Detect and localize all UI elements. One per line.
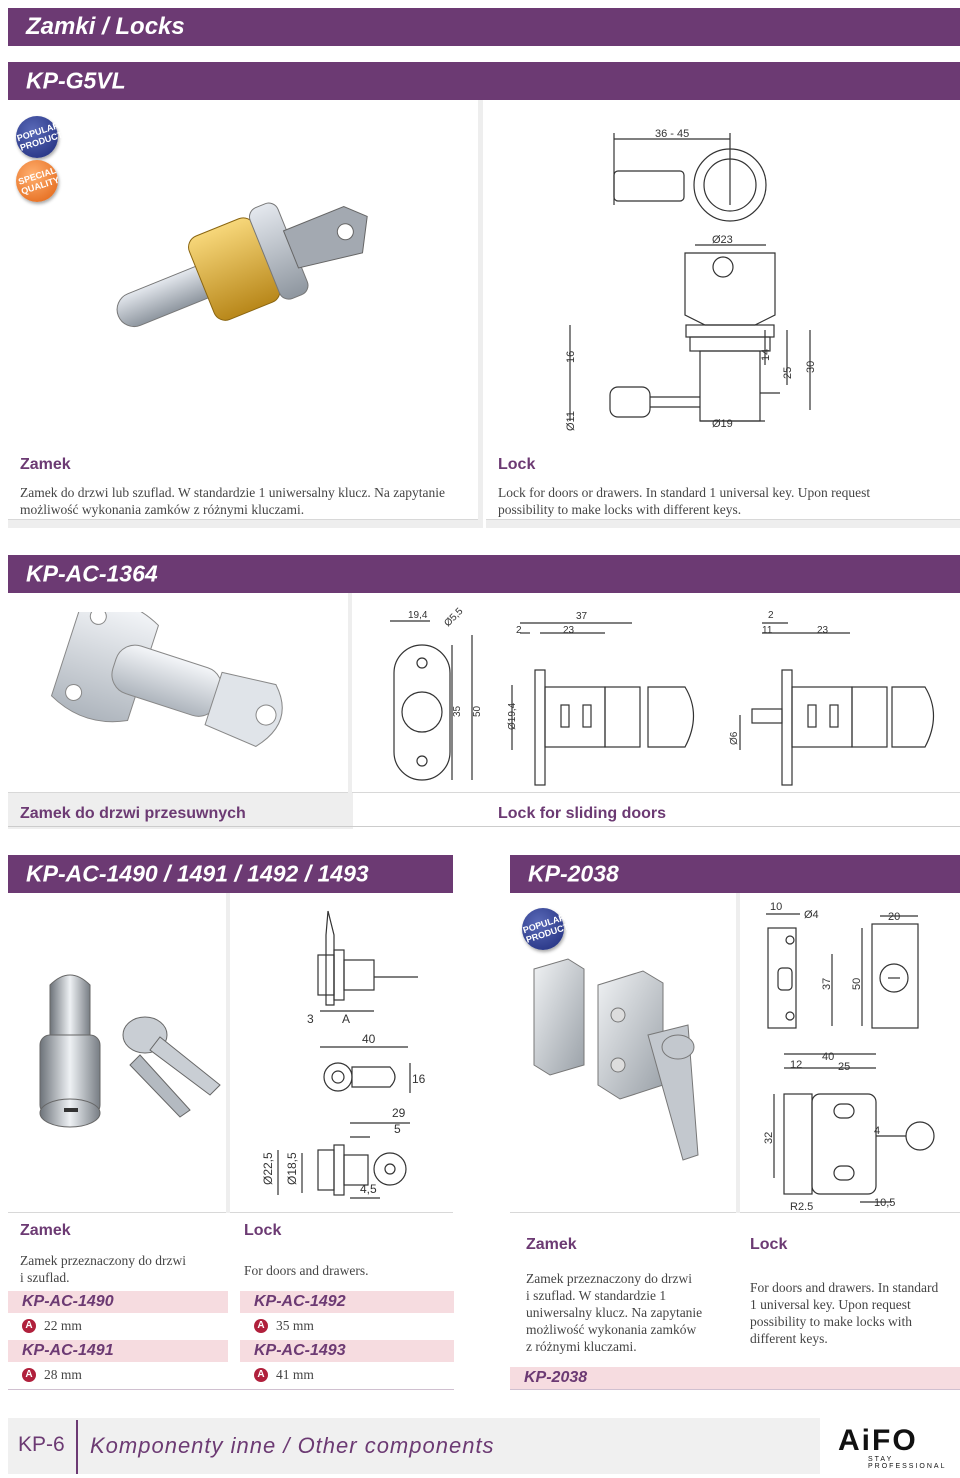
dim-width: 36 - 45 (655, 128, 689, 140)
kp-g5vl-en-description: Lock for doors or drawers. In standard 1… (498, 485, 871, 517)
technical-drawing-panel (740, 893, 960, 1213)
model-row: KP-AC-1490 (8, 1291, 228, 1313)
page-title-bar: Zamki / Locks (8, 8, 960, 46)
dim-hole-diameter: Ø5,5 (442, 606, 465, 629)
dim-37: 37 (821, 978, 833, 990)
dim-18-5: Ø18,5 (285, 1152, 299, 1185)
dim-25: 25 (782, 367, 794, 379)
footer-separator (76, 1420, 78, 1474)
dim-12: 12 (790, 1059, 802, 1071)
kp-ac-1490-en-description: For doors and drawers. (244, 1263, 369, 1278)
dim-a: A (342, 1012, 350, 1026)
dim-body-diameter: Ø19 (712, 418, 733, 430)
kp-ac-1364-en-heading: Lock for sliding doors (498, 805, 667, 822)
technical-drawing-panel (230, 893, 453, 1213)
section-header-kp-ac-1364: KP-AC-1364 (8, 555, 960, 593)
section-title: KP-2038 (528, 860, 619, 887)
dim-19-4: 19,4 (408, 610, 428, 621)
dim-50: 50 (851, 978, 863, 990)
dim-16: 16 (565, 351, 577, 363)
kp-ac-1364-photo (50, 612, 283, 747)
kp-g5vl-photo (116, 202, 368, 328)
section-title: KP-AC-1364 (26, 560, 158, 587)
footer-band (8, 1418, 820, 1474)
dim-5: 5 (394, 1122, 401, 1136)
dim-4: 4 (874, 1125, 880, 1137)
dim-25: 25 (838, 1061, 850, 1073)
page-title: Zamki / Locks (26, 13, 185, 40)
divider (8, 1389, 454, 1390)
dim-37: 37 (576, 611, 588, 622)
divider (510, 1389, 960, 1390)
dim-shaft-diameter: Ø11 (565, 411, 577, 431)
kp-g5vl-pl-description: Zamek do drzwi lub szuflad. W standardzi… (20, 485, 445, 517)
model-row: KP-2038 (510, 1367, 960, 1389)
kp-ac-1490-en-heading: Lock (244, 1222, 282, 1239)
dim-29: 29 (392, 1106, 406, 1120)
dim-3: 3 (307, 1012, 314, 1026)
kp-2038-pl-heading: Zamek (526, 1236, 577, 1253)
kp-g5vl-en-heading: Lock (498, 456, 536, 473)
technical-drawing-panel (486, 100, 960, 520)
dim-2: 2 (516, 625, 522, 636)
kp-ac-1490-pl-heading: Zamek (20, 1222, 71, 1239)
model-row: KP-AC-1493 (240, 1340, 454, 1362)
page-code: KP-6 (18, 1433, 65, 1456)
dim-35: 35 (452, 705, 463, 717)
kp-2038-technical-drawing: 10 Ø4 20 37 50 40 12 25 32 4 R2,5 10,5 (763, 901, 935, 1210)
dim-pin-diameter: Ø6 (729, 731, 740, 745)
kp-2038-en-heading: Lock (750, 1236, 788, 1253)
dim-23-right: 23 (817, 625, 829, 636)
kp-ac-1364-pl-heading: Zamek do drzwi przesuwnych (20, 805, 246, 822)
dim-hole-diameter: Ø4 (804, 909, 819, 921)
section-header-kp-g5vl: KP-G5VL (8, 62, 960, 100)
section-header-kp-ac-1490: KP-AC-1490 / 1491 / 1492 / 1493 (8, 855, 453, 893)
section-title: KP-AC-1490 / 1491 / 1492 / 1493 (26, 860, 369, 887)
dim-20: 20 (888, 911, 900, 923)
dim-40: 40 (362, 1032, 376, 1046)
kp-ac-1490-photo (39, 974, 221, 1128)
aifo-logo: AiFO STAY PROFESSIONAL (838, 1424, 947, 1471)
dim-40: 40 (822, 1051, 834, 1063)
dim-32: 32 (763, 1132, 775, 1144)
kp-g5vl-technical-drawing: 36 - 45 Ø23 16 14 25 30 Ø11 Ø19 (565, 128, 817, 431)
divider (8, 826, 960, 827)
dim-10: 10 (770, 901, 782, 913)
section-header-kp-2038: KP-2038 (510, 855, 960, 893)
section-title: KP-G5VL (26, 67, 126, 94)
dim-body-diameter: Ø19,4 (507, 702, 518, 730)
dim-23: 23 (563, 625, 575, 636)
dim-11: 11 (762, 625, 773, 636)
kp-ac-1490-technical-drawing: 3 A 40 16 29 5 Ø22,5 Ø18,5 4,5 (261, 910, 426, 1199)
model-row: KP-AC-1492 (240, 1291, 454, 1313)
dim-head-diameter: Ø23 (712, 234, 733, 246)
dim-10-5: 10,5 (874, 1197, 895, 1209)
dim-22-5: Ø22,5 (261, 1152, 275, 1185)
technical-drawing-panel (352, 593, 960, 793)
dim-14: 14 (760, 349, 772, 361)
kp-ac-1364-technical-drawing: 19,4 Ø5,5 35 50 2 37 23 Ø19,4 2 11 23 Ø6 (390, 606, 934, 786)
dim-radius: R2,5 (790, 1201, 813, 1210)
dim-30: 30 (805, 361, 817, 373)
dim-2-right: 2 (768, 610, 774, 621)
kp-2038-photo (533, 958, 699, 1161)
model-row: KP-AC-1491 (8, 1340, 228, 1362)
dim-16: 16 (412, 1072, 426, 1086)
dim-50: 50 (472, 705, 483, 717)
dim-4-5: 4,5 (360, 1182, 377, 1196)
footer-title: Komponenty inne / Other components (90, 1433, 495, 1458)
kp-g5vl-pl-heading: Zamek (20, 456, 71, 473)
